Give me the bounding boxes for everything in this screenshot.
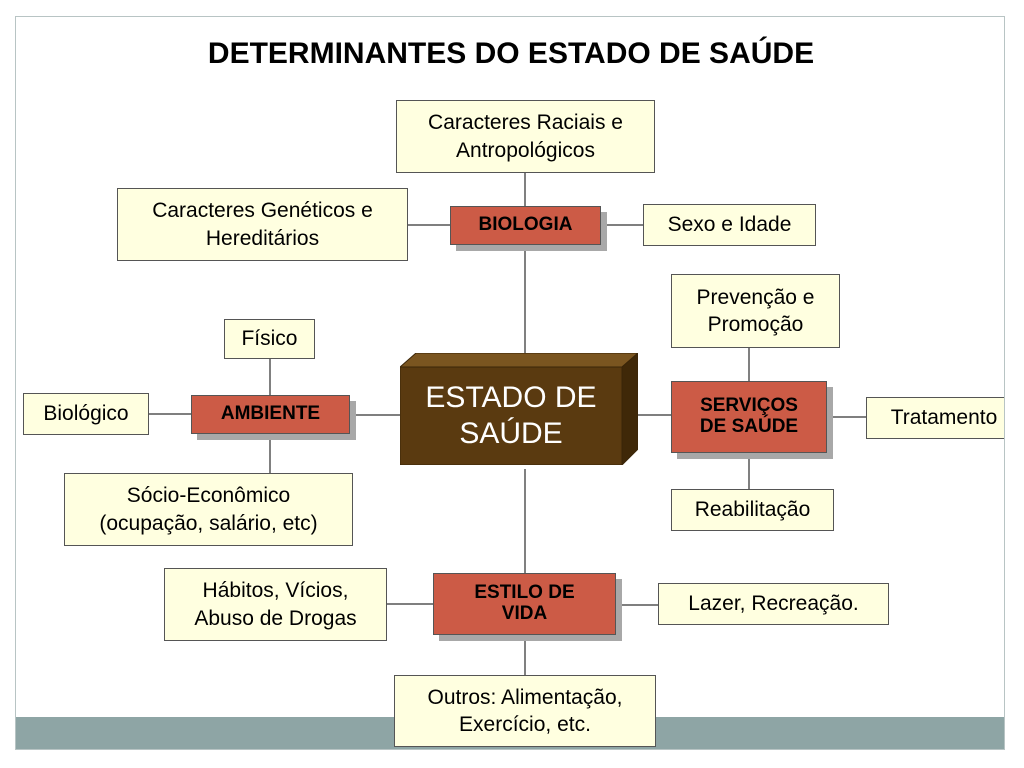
center-estado-de-saude: ESTADO DE SAÚDE: [400, 353, 638, 465]
factor-lazer-recreacao: Lazer, Recreação.: [658, 583, 889, 625]
factor-tratamento: Tratamento: [866, 397, 1004, 439]
factor-prevencao-promocao: Prevenção e Promoção: [671, 274, 840, 348]
factor-caracteres-raciais: Caracteres Raciais e Antropológicos: [396, 100, 655, 173]
diagram-title: DETERMINANTES DO ESTADO DE SAÚDE: [207, 37, 815, 70]
factor-socio-economico: Sócio-Econômico (ocupação, salário, etc): [64, 473, 353, 546]
category-ambiente: AMBIENTE: [191, 395, 350, 434]
category-estilo-de-vida: ESTILO DE VIDA: [433, 573, 616, 635]
factor-caracteres-geneticos: Caracteres Genéticos e Hereditários: [117, 188, 408, 261]
factor-biologico: Biológico: [23, 393, 149, 435]
factor-outros-alimentacao: Outros: Alimentação, Exercício, etc.: [394, 675, 656, 747]
category-servicos-de-saude: SERVIÇOS DE SAÚDE: [671, 381, 827, 453]
center-label: ESTADO DE SAÚDE: [425, 381, 597, 450]
factor-sexo-idade: Sexo e Idade: [643, 204, 816, 246]
factor-reabilitacao: Reabilitação: [671, 489, 834, 531]
factor-fisico: Físico: [224, 319, 315, 359]
slide: DETERMINANTES DO ESTADO DE SAÚDE Caracte…: [15, 16, 1005, 750]
category-biologia: BIOLOGIA: [450, 206, 601, 245]
center-block-shape: [400, 353, 638, 465]
connector-lines: [149, 173, 866, 675]
factor-habitos-vicios: Hábitos, Vícios, Abuso de Drogas: [164, 568, 387, 641]
